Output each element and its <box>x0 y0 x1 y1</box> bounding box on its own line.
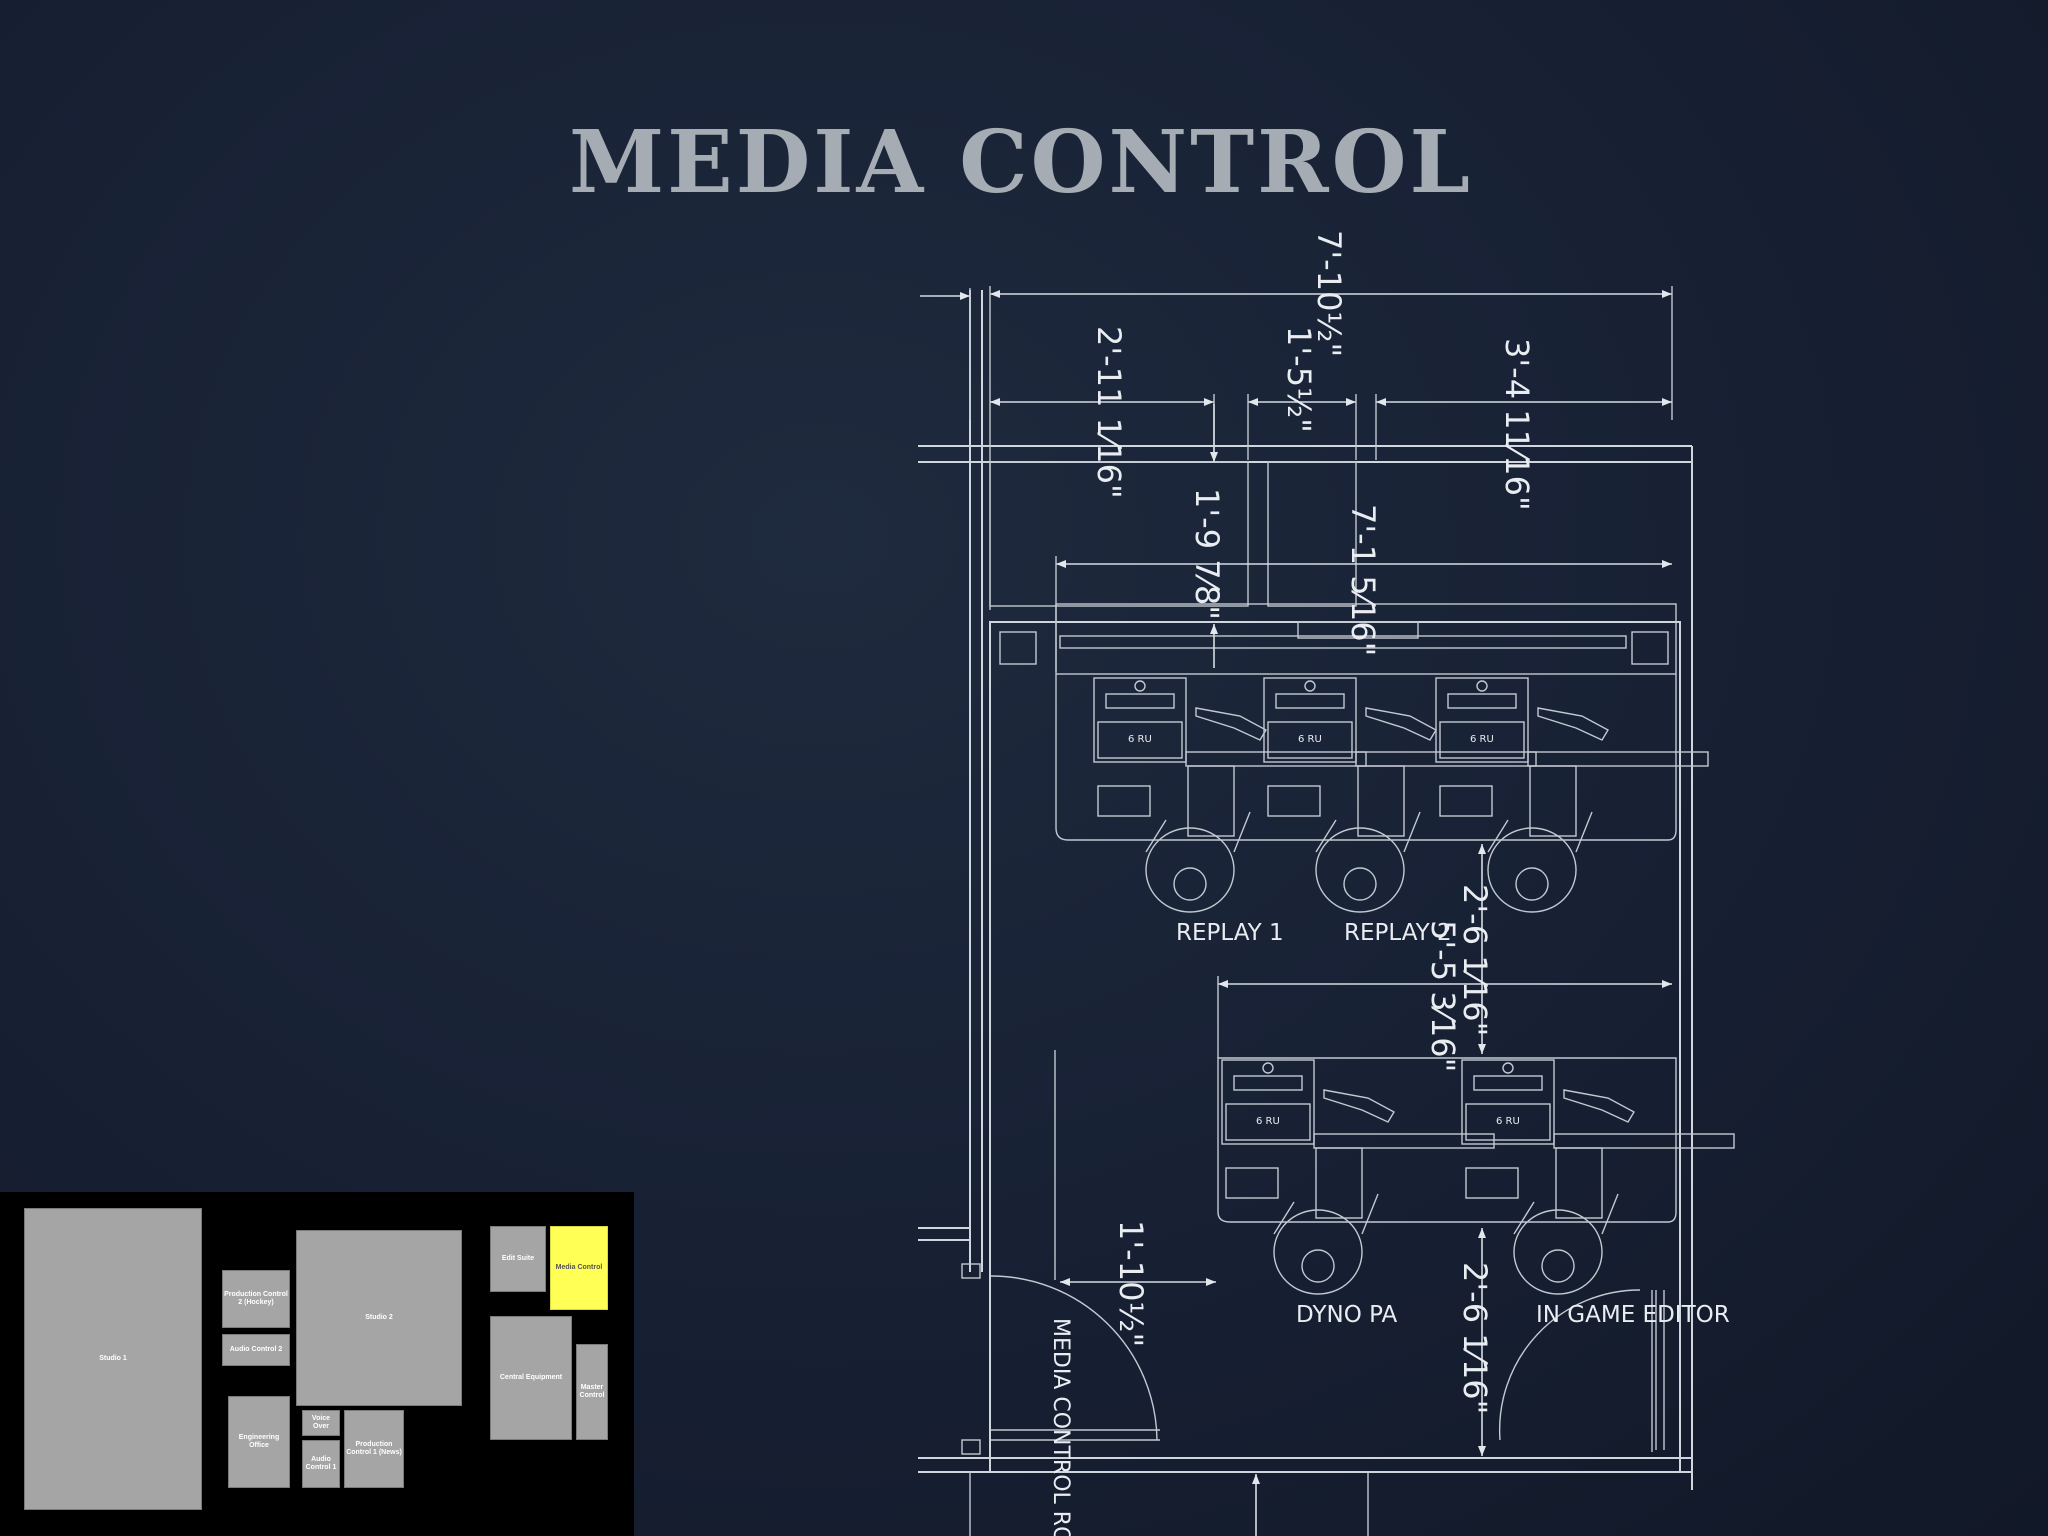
room-studio-2[interactable]: Studio 2 <box>296 1230 462 1406</box>
dimension-lines <box>920 286 1673 1536</box>
label-dyno-pa: DYNO PA <box>1296 1302 1398 1328</box>
label-room: MEDIA CONTROL ROOM <box>1048 1318 1073 1536</box>
dim-lower-desk-width: 5'-5 3⁄16" <box>1424 920 1462 1072</box>
dim-rear-aisle: 2'-6 1⁄16" <box>1456 1262 1494 1414</box>
dim-middle-segment: 1'-5½" <box>1280 326 1318 433</box>
rack-label-1: 6 RU <box>1128 734 1152 745</box>
room-engineering-office[interactable]: Engineering Office <box>228 1396 290 1488</box>
dim-right-segment: 3'-4 11⁄16" <box>1498 338 1536 511</box>
room-media-control[interactable]: Media Control <box>550 1226 608 1310</box>
console-row-lower <box>1217 1057 1677 1223</box>
page-title: MEDIA CONTROL <box>568 112 1474 213</box>
room-studio-1[interactable]: Studio 1 <box>24 1208 202 1510</box>
room-audio-control-1[interactable]: Audio Control 1 <box>302 1440 340 1488</box>
location-minimap: Studio 1 Production Control 2 (Hockey) A… <box>0 1192 634 1536</box>
room-production-control-2[interactable]: Production Control 2 (Hockey) <box>222 1270 290 1328</box>
room-master-control[interactable]: Master Control <box>576 1344 608 1440</box>
room-production-control-1[interactable]: Production Control 1 (News) <box>344 1410 404 1488</box>
dim-door-clearance: 1'-10½" <box>1112 1220 1150 1347</box>
label-replay-2: REPLAY 2 <box>1344 920 1452 946</box>
room-voice-over[interactable]: Voice Over <box>302 1410 340 1436</box>
walls <box>918 290 1693 1536</box>
dim-offset-depth: 1'-9 7⁄8" <box>1188 488 1226 620</box>
room-edit-suite[interactable]: Edit Suite <box>490 1226 546 1292</box>
room-central-equipment[interactable]: Central Equipment <box>490 1316 572 1440</box>
dimension-labels: 7'-10½" 2'-11 1⁄16" 1'-5½" 3'-4 11⁄16" 1… <box>1090 230 1536 1414</box>
dim-upper-desk-width: 7'-1 5⁄16" <box>1344 504 1382 656</box>
dim-overall-width: 7'-10½" <box>1310 230 1348 357</box>
label-replay-1: REPLAY 1 <box>1176 920 1284 946</box>
dim-left-segment: 2'-11 1⁄16" <box>1090 326 1128 499</box>
workstation-replay-1: 6 RU <box>1093 677 1367 913</box>
room-audio-control-2[interactable]: Audio Control 2 <box>222 1334 290 1366</box>
dim-row-gap: 2'-6 1⁄16" <box>1456 884 1494 1036</box>
console-row-upper <box>989 603 1681 1473</box>
station-labels: REPLAY 1 REPLAY 2 DYNO PA IN GAME EDITOR <box>1176 920 1730 1328</box>
label-in-game-editor: IN GAME EDITOR <box>1536 1302 1730 1328</box>
